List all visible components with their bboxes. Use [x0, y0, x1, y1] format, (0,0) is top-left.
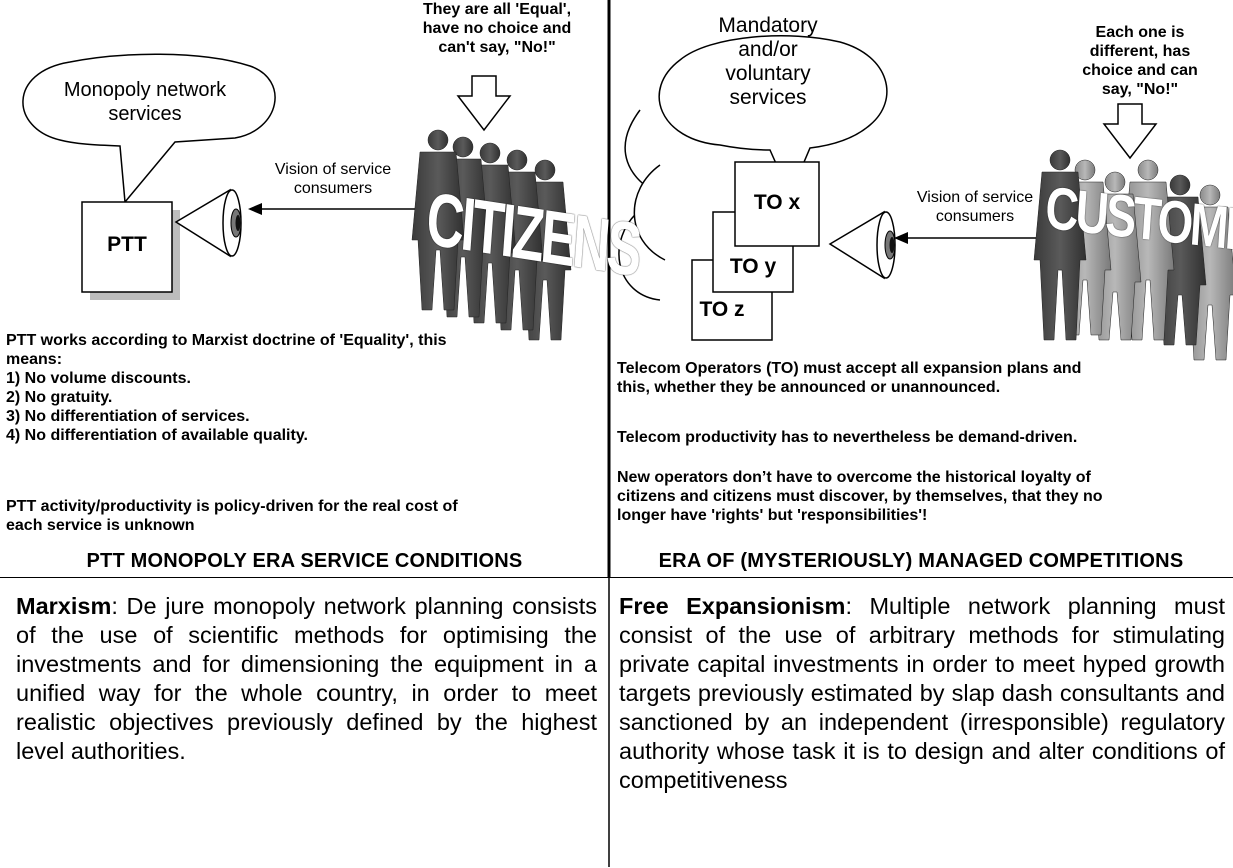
right-callout-line: choice and can	[1082, 62, 1198, 79]
right-arrow-line: Vision of service	[916, 189, 1034, 206]
right-speech-cloud	[618, 35, 888, 301]
citizens-figures	[411, 129, 572, 341]
right-cloud-line: and/or	[738, 38, 798, 61]
right-note-line: citizens and citizens must discover, by …	[617, 488, 1103, 505]
bottom-right-box: Free Expansionism: Multiple network plan…	[609, 577, 1233, 868]
left-policy-line: PTT activity/productivity is policy-driv…	[6, 498, 458, 515]
left-callout-line: have no choice and	[422, 20, 572, 37]
left-arrow-label: Vision of service consumers	[263, 160, 403, 198]
right-note-line: longer have 'rights' but 'responsibiliti…	[617, 507, 928, 524]
right-cloud-line: services	[729, 86, 807, 109]
right-cloud-line: Mandatory	[718, 14, 818, 37]
expansionism-text: : Multiple network planning must consist…	[619, 593, 1225, 793]
left-callout: They are all 'Equal', have no choice and…	[392, 0, 602, 57]
left-notes: PTT works according to Marxist doctrine …	[6, 331, 601, 445]
ptt-box	[81, 201, 173, 293]
left-note-line: 3) No differentiation of services.	[6, 408, 250, 425]
left-speech-cloud	[22, 53, 276, 204]
ptt-box-label: PTT	[107, 233, 147, 256]
left-policy-note: PTT activity/productivity is policy-driv…	[6, 497, 606, 535]
right-note-line: Telecom Operators (TO) must accept all e…	[617, 360, 1082, 377]
right-note-line: this, whether they be announced or unann…	[617, 379, 1001, 396]
left-note-line: 4) No differentiation of available quali…	[6, 427, 308, 444]
left-callout-line: They are all 'Equal',	[422, 1, 572, 18]
left-eye-icon	[174, 188, 242, 258]
right-arrowhead	[894, 232, 908, 244]
left-panel-title: PTT MONOPOLY ERA SERVICE CONDITIONS	[86, 550, 523, 572]
left-note-line: 1) No volume discounts.	[6, 370, 191, 387]
right-down-arrow	[1102, 103, 1158, 160]
expansionism-definition: Free Expansionism: Multiple network plan…	[609, 578, 1233, 795]
right-callout-line: say, "No!"	[1101, 81, 1179, 98]
left-note-line: PTT works according to Marxist doctrine …	[6, 332, 447, 349]
marxism-text: : De jure monopoly network planning cons…	[16, 593, 597, 764]
right-callout-line: Each one is	[1095, 24, 1185, 41]
left-arrowhead	[248, 203, 262, 215]
right-note-2: Telecom productivity has to nevertheless…	[617, 429, 1078, 446]
right-cloud-line: voluntary	[725, 62, 811, 85]
right-arrow-label: Vision of service consumers	[900, 188, 1050, 226]
to-x-box	[734, 161, 820, 247]
right-note-1: Telecom Operators (TO) must accept all e…	[617, 359, 1229, 397]
marxism-term: Marxism	[16, 593, 112, 619]
left-note-line: 2) No gratuity.	[6, 389, 113, 406]
expansionism-term: Free Expansionism	[619, 593, 846, 619]
right-callout: Each one is different, has choice and ca…	[1060, 23, 1220, 99]
bottom-left-box: Marxism: De jure monopoly network planni…	[0, 577, 609, 868]
to-z-label: TO z	[699, 298, 745, 321]
left-cloud-text: Monopoly network services	[30, 78, 260, 126]
left-callout-line: can't say, "No!"	[438, 39, 556, 56]
right-panel-title: ERA OF (MYSTERIOUSLY) MANAGED COMPETITIO…	[658, 550, 1184, 572]
right-eye-icon	[828, 210, 896, 280]
right-note-3: New operators don’t have to overcome the…	[617, 468, 1229, 525]
right-cloud-text: Mandatory and/or voluntary services	[688, 14, 848, 110]
left-cloud-label: Monopoly network services	[63, 79, 227, 125]
left-policy-line: each service is unknown	[6, 517, 195, 534]
right-arrow-line: consumers	[935, 208, 1015, 225]
right-note-line: New operators don’t have to overcome the…	[617, 469, 1091, 486]
marxism-definition: Marxism: De jure monopoly network planni…	[0, 578, 609, 766]
right-callout-line: different, has	[1089, 43, 1191, 60]
left-note-line: means:	[6, 351, 63, 368]
customers-figures	[1033, 149, 1233, 361]
left-down-arrow	[456, 75, 512, 132]
left-arrow-label-text: Vision of service consumers	[274, 161, 392, 197]
to-y-label: TO y	[729, 255, 777, 278]
to-x-label: TO x	[753, 191, 801, 214]
